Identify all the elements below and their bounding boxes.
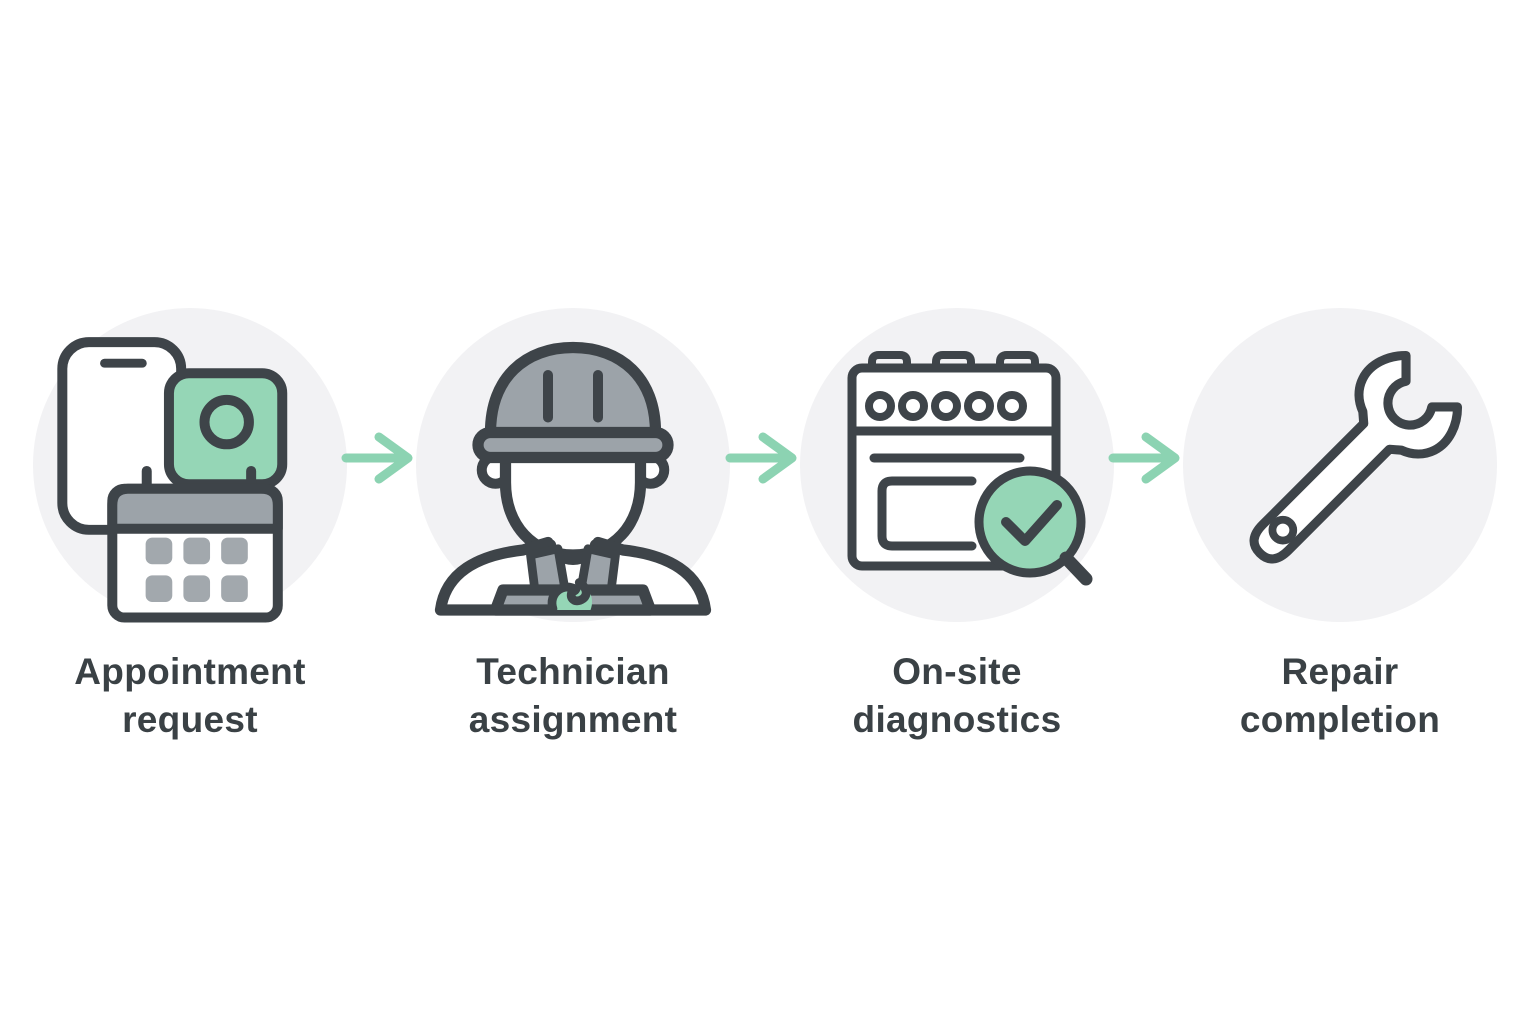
step-4-label: Repair completion [1160,648,1520,744]
phone-chat-calendar-icon [57,337,288,623]
step-3-label-line-2: diagnostics [852,699,1062,740]
step-3-label-line-1: On-site [892,651,1022,692]
step-1-label-line-2: request [122,699,258,740]
step-3-circle [800,308,1114,622]
arrow-right-icon [1108,432,1180,484]
stove-magnifier-check-icon [847,351,1093,586]
step-3-label: On-site diagnostics [777,648,1137,744]
step-1-circle [33,308,347,623]
arrow-right-icon [341,432,413,484]
step-2-label-line-2: assignment [468,699,678,740]
step-1-label-line-1: Appointment [74,651,306,692]
step-2-label-line-1: Technician [476,651,670,692]
wrench-icon [1249,350,1463,564]
step-1-label: Appointment request [10,648,370,744]
arrow-right-icon [725,432,797,484]
technician-hardhat-icon [434,341,712,616]
step-2-circle [416,308,730,622]
step-4-label-line-1: Repair [1281,651,1399,692]
step-2-label: Technician assignment [393,648,753,744]
step-4-label-line-2: completion [1239,699,1441,740]
step-4-circle [1183,308,1497,622]
